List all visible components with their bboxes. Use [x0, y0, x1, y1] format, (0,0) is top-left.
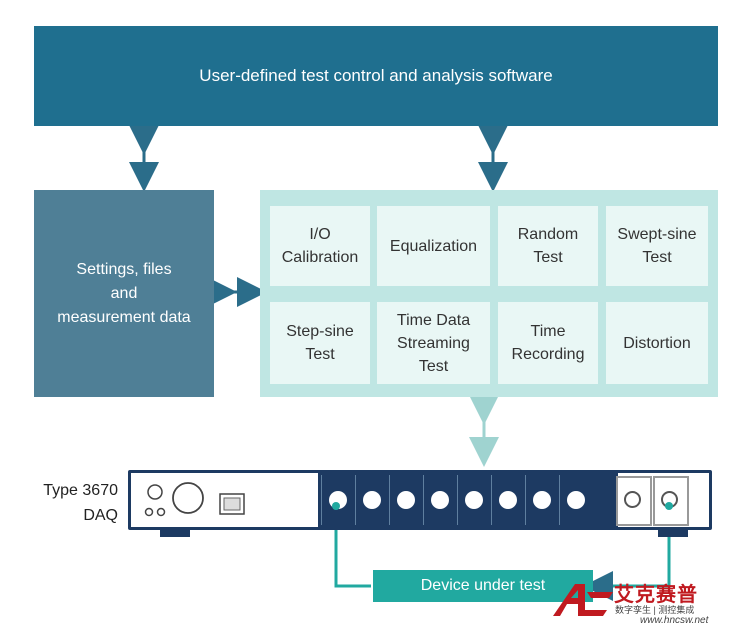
connector-icon	[533, 491, 551, 509]
software-header-label: User-defined test control and analysis s…	[199, 66, 553, 85]
watermark-chinese: 艾克赛普	[614, 584, 698, 606]
display-icon	[219, 493, 245, 515]
led-icon	[144, 507, 154, 517]
module-io-calibration: I/O Calibration	[270, 206, 370, 286]
connector-icon	[431, 491, 449, 509]
module-label: Recording	[511, 346, 585, 363]
module-label: Test	[305, 346, 335, 363]
module-label: Distortion	[623, 334, 691, 352]
software-header: User-defined test control and analysis s…	[34, 26, 718, 126]
daq-foot	[160, 530, 190, 537]
port-ring-icon	[624, 491, 641, 508]
module-label: Calibration	[281, 249, 359, 266]
daq-channel	[389, 475, 422, 525]
settings-line: and	[110, 284, 138, 302]
daq-front-controls	[144, 482, 245, 517]
module-label: Time	[530, 323, 566, 340]
daq-channel	[355, 475, 388, 525]
device-under-test: Device under test	[373, 570, 593, 602]
module-label: Test	[418, 357, 449, 375]
wire-endpoint	[665, 502, 673, 510]
daq-channel	[525, 475, 558, 525]
wire-endpoint	[332, 502, 340, 510]
connector-icon	[363, 491, 381, 509]
module-label: Step-sine	[286, 323, 354, 340]
module-label: I/O	[309, 226, 331, 243]
watermark-sub: 数字孪生 | 测控集成	[615, 605, 695, 615]
module-distortion: Distortion	[606, 302, 708, 384]
daq-channel	[559, 475, 592, 525]
connector-icon	[397, 491, 415, 509]
settings-line: measurement data	[57, 308, 191, 326]
accexp-logo-icon	[553, 584, 613, 616]
module-label: Streaming	[397, 334, 470, 352]
settings-box: Settings, files and measurement data	[34, 190, 214, 397]
daq-output-port	[616, 476, 652, 526]
module-label: Swept-sine	[617, 226, 697, 243]
daq-channel	[423, 475, 456, 525]
device-under-test-label: Device under test	[420, 577, 546, 594]
daq-label-line: DAQ	[83, 507, 118, 524]
module-equalization: Equalization	[377, 206, 490, 286]
daq-channel	[321, 475, 354, 525]
module-label: Time Data	[396, 311, 471, 329]
settings-line: Settings, files	[76, 260, 172, 278]
connector-icon	[499, 491, 517, 509]
module-label: Test	[533, 249, 563, 266]
power-knob-icon	[172, 482, 204, 514]
display-icon	[223, 497, 241, 511]
watermark-url: www.hncsw.net	[640, 615, 709, 626]
daq-channel	[457, 475, 490, 525]
daq-channel	[491, 475, 524, 525]
connector-icon	[465, 491, 483, 509]
wire-daq-to-dut	[334, 510, 371, 588]
daq-foot	[658, 530, 688, 537]
led-icon	[156, 507, 166, 517]
daq-label: Type 3670 DAQ	[18, 478, 118, 528]
daq-label-line: Type 3670	[43, 482, 118, 499]
module-label: Equalization	[389, 237, 478, 255]
small-knob-icon	[147, 484, 163, 500]
connector-icon	[567, 491, 585, 509]
module-label: Random	[517, 226, 579, 243]
module-label: Test	[642, 249, 672, 266]
